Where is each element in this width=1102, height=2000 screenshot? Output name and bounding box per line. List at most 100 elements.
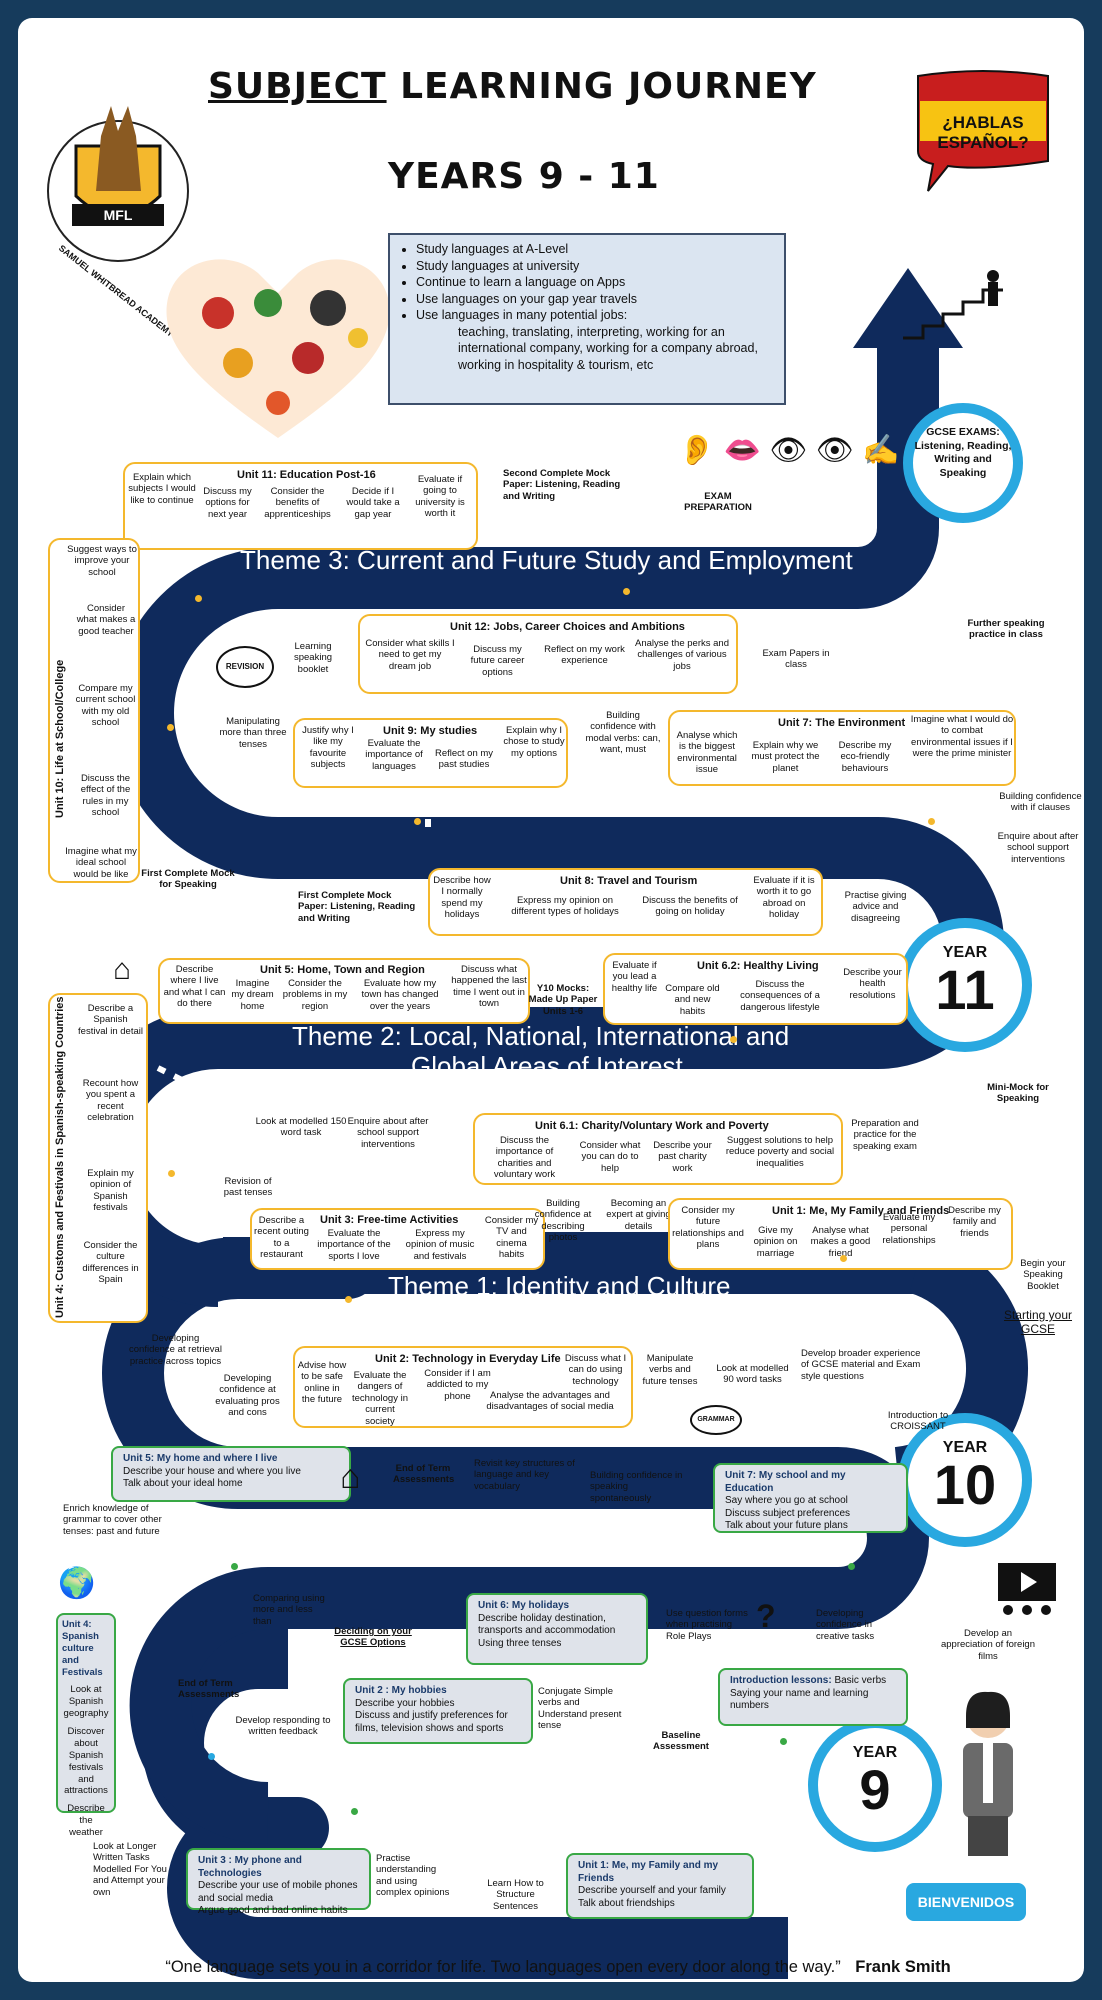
note-mock1paper: First Complete Mock Paper: Listening, Re…: [298, 890, 416, 924]
note-begin-booklet: Begin your Speaking Booklet: [1020, 1258, 1066, 1292]
connector-dot: [208, 1753, 215, 1760]
y9-unit6-box: Unit 6: My holidays Describe holiday des…: [466, 1593, 648, 1665]
unit61-box: Unit 6.1: Charity/Voluntary Work and Pov…: [473, 1113, 843, 1185]
unit-item: Consider what you can do to help: [579, 1140, 641, 1174]
note-baseline: Baseline Assessment: [653, 1730, 709, 1753]
unit-line: Discuss subject preferences: [725, 1507, 851, 1519]
habla-line2: ESPAÑOL?: [937, 133, 1029, 152]
question-mark-icon: ?: [756, 1598, 776, 1634]
habla-text: ¿HABLAS ESPAÑOL?: [923, 113, 1043, 153]
unit-item: Consider what skills I need to get my dr…: [365, 638, 455, 672]
unit-item: Explain why we must protect the planet: [751, 740, 820, 774]
note-deciding: Deciding on your GCSE Options: [334, 1626, 412, 1649]
unit-item: Consider my future relationships and pla…: [672, 1205, 744, 1251]
connector-dot: [195, 595, 202, 602]
unit-item: Compare old and new habits: [665, 983, 720, 1017]
note-modal: Building confidence with modal verbs: ca…: [585, 710, 661, 756]
note-exam-prep: EXAM PREPARATION: [684, 491, 752, 514]
unit-line: Basic verbs: [834, 1675, 887, 1686]
unit-line: Discuss and justify preferences for film…: [355, 1710, 508, 1734]
mfl-logo: MFL: [47, 106, 189, 262]
grammar-badge: GRAMMAR: [690, 1405, 742, 1435]
note-starting: Starting your GCSE: [1003, 1308, 1073, 1337]
note-further: Further speaking practice in class: [967, 618, 1045, 641]
unit10-item: Imagine what my ideal school would be li…: [65, 846, 137, 880]
unit-item: Describe my eco-friendly behaviours: [838, 740, 892, 774]
note-structure: Learn How to Structure Sentences: [487, 1878, 544, 1912]
unit-title: Unit 3: Free-time Activities: [320, 1214, 459, 1226]
habla-line1: ¿HABLAS: [942, 113, 1024, 132]
unit-item: Imagine my dream home: [231, 978, 274, 1012]
unit10-label: Unit 10: Life at School/College: [54, 659, 66, 818]
unit-title: Unit 11: Education Post-16: [237, 469, 376, 481]
note-conjugate: Conjugate Simple verbs and Understand pr…: [538, 1686, 622, 1732]
unit11-box: Unit 11: Education Post-16 Explain which…: [123, 462, 478, 550]
unit4-box: [48, 993, 148, 1323]
unit-title: Unit 9: My studies: [383, 725, 478, 737]
unit-line: Talk about friendships: [578, 1897, 675, 1909]
unit-item: Analyse what makes a good friend: [810, 1225, 871, 1259]
unit-item: Imagine what I would do to combat enviro…: [910, 714, 1014, 760]
connector-dot: [351, 1808, 358, 1815]
unit-item: Analyse which is the biggest environment…: [676, 730, 738, 776]
note-minimock: Mini-Mock for Speaking: [987, 1082, 1049, 1105]
note-enquire1: Enquire about after school support inter…: [997, 831, 1079, 865]
unit10-item: Compare my current school with my old sc…: [75, 683, 136, 729]
unit-item: Give my opinion on marriage: [753, 1225, 798, 1259]
note-revision-past: Revision of past tenses: [223, 1176, 273, 1199]
unit-line: Look at Spanish geography: [63, 1684, 109, 1720]
band-theme2-line2: Global Areas of Interest: [411, 1051, 683, 1081]
unit8-box: Unit 8: Travel and Tourism Describe how …: [428, 868, 823, 936]
unit-item: Evaluate the dangers of technology in cu…: [352, 1370, 408, 1427]
unit-item: Evaluate if going to university is worth…: [415, 474, 465, 520]
future-item: Use languages in many potential jobs:: [416, 307, 776, 324]
note-modelled90: Look at modelled 90 word tasks: [716, 1363, 789, 1386]
footer-quote: “One language sets you in a corridor for…: [165, 1958, 841, 1976]
unit-item: Describe my family and friends: [948, 1205, 1001, 1239]
unit2-box: Unit 2: Technology in Everyday Life Advi…: [293, 1346, 633, 1428]
unit-item: Decide if I would take a gap year: [346, 486, 400, 520]
jobs-text: teaching, translating, interpreting, wor…: [458, 324, 758, 372]
unit-line: Describe yourself and your family: [578, 1885, 726, 1896]
unit-line: Talk about your ideal home: [123, 1478, 243, 1489]
future-item: Continue to learn a language on Apps: [416, 274, 776, 291]
unit-title: Unit 2 : My hobbies: [355, 1685, 447, 1696]
note-pros: Developing confidence at evaluating pros…: [215, 1373, 280, 1419]
note-broader: Develop broader experience of GCSE mater…: [801, 1348, 921, 1382]
future-item: Study languages at A-Level: [416, 241, 776, 258]
unit-item: Reflect on my work experience: [544, 644, 625, 667]
note-manip-verbs: Manipulate verbs and future tenses: [642, 1353, 698, 1387]
unit-item: Evaluate if it is worth it to go abroad …: [753, 875, 815, 921]
unit7-box: Unit 7: The Environment Analyse which is…: [668, 710, 1016, 786]
world-map-icon: 🌍: [58, 1567, 96, 1600]
unit-title: Unit 6.2: Healthy Living: [697, 960, 819, 972]
unit-item: Discuss what happened the last time I we…: [451, 964, 527, 1010]
title-line: SUBJECT LEARNING JOURNEY: [208, 66, 817, 107]
future-options-box: Study languages at A-Level Study languag…: [388, 233, 786, 405]
unit-line: Describe your use of mobile phones and s…: [198, 1880, 358, 1904]
note-films: Develop an appreciation of foreign films: [940, 1628, 1035, 1662]
note-complex: Practise understanding and using complex…: [376, 1853, 450, 1899]
unit-title: Unit 1: Me, My Family and Friends: [772, 1205, 950, 1217]
connector-dot: [414, 818, 421, 825]
unit-item: Discuss the importance of charities and …: [493, 1135, 556, 1181]
note-longer: Look at Longer Written Tasks Modelled Fo…: [93, 1841, 167, 1898]
note-feedback: Develop responding to written feedback: [235, 1715, 331, 1738]
unit-item: Justify why I like my favourite subjects: [302, 725, 354, 771]
note-prep-speaking: Preparation and practice for the speakin…: [851, 1118, 919, 1152]
speech-bubble-icon: [917, 70, 1049, 192]
note-croissant: Introduction to CROISSANT: [887, 1410, 949, 1433]
unit-item: Consider my TV and cinema habits: [484, 1215, 539, 1261]
unit-title: Unit 6: My holidays: [478, 1600, 570, 1611]
bienvenidos-badge: BIENVENIDOS: [906, 1883, 1026, 1921]
connector-dot: [167, 724, 174, 731]
unit-line: Describe your hobbies: [355, 1697, 455, 1709]
unit-item: Evaluate how my town has changed over th…: [361, 978, 439, 1012]
year-number: 11: [935, 958, 995, 1021]
unit10-item: Discuss the effect of the rules in my sc…: [80, 773, 131, 819]
unit-item: Discuss my options for next year: [203, 486, 252, 520]
house-icon: ⌂: [113, 953, 132, 986]
unit-item: Evaluate the importance of the sports I …: [317, 1228, 391, 1262]
unit4-item: Describe a Spanish festival in detail: [78, 1003, 143, 1037]
